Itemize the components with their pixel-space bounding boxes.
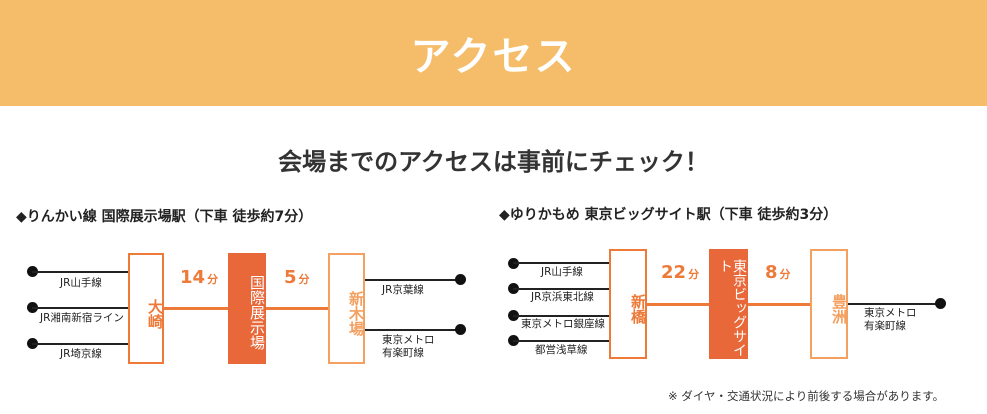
- line-endpoint: [935, 298, 946, 309]
- route-segment: [164, 307, 229, 310]
- schedule-note: ※ ダイヤ・交通状況により前後する場合があります。: [668, 389, 945, 403]
- line-label: JR埼京線: [60, 348, 102, 360]
- route-title-rinkai: ◆りんかい線 国際展示場駅（下車 徒歩約7分）: [16, 209, 313, 225]
- route-segment: [266, 307, 329, 310]
- line-label: 東京メトロ 有楽町線: [382, 334, 435, 359]
- route-segment: [647, 303, 710, 306]
- line-label: 東京メトロ 有楽町線: [864, 307, 917, 332]
- line-connector: [513, 288, 610, 290]
- line-connector: [32, 271, 129, 273]
- minutes-unit: 分: [688, 268, 700, 281]
- line-connector: [513, 262, 610, 264]
- line-label: JR山手線: [60, 277, 102, 289]
- line-label: JR京葉線: [382, 284, 424, 296]
- line-connector: [365, 329, 460, 331]
- line-connector: [513, 340, 610, 342]
- line-label: JR湘南新宿ライン: [40, 312, 124, 324]
- station-kokusai-tenjijo: 国際展示場: [228, 253, 266, 364]
- line-label: JR山手線: [541, 266, 583, 278]
- line-connector: [32, 343, 129, 345]
- line-connector: [848, 303, 940, 305]
- minutes: 22: [661, 262, 687, 283]
- header-title: アクセス: [410, 34, 577, 80]
- route-segment: [748, 303, 811, 306]
- line-endpoint: [455, 274, 466, 285]
- page-header: アクセス: [0, 0, 987, 106]
- station-tokyo-big-sight: 東京ビッグサイト: [709, 249, 748, 359]
- minutes-unit: 分: [207, 273, 219, 286]
- line-endpoint: [455, 324, 466, 335]
- route-title-yurikamome: ◆ゆりかもめ 東京ビッグサイト駅（下車 徒歩約3分）: [499, 207, 838, 223]
- minutes: 8: [765, 262, 778, 283]
- station-toyosu: 豊洲: [810, 249, 848, 359]
- minutes: 5: [284, 267, 297, 288]
- line-label: JR京浜東北線: [531, 291, 594, 303]
- minutes-unit: 分: [298, 273, 310, 286]
- line-connector: [513, 315, 610, 317]
- minutes-unit: 分: [779, 268, 791, 281]
- line-connector: [32, 307, 129, 309]
- line-label: 都営浅草線: [535, 344, 588, 356]
- line-connector: [365, 279, 460, 281]
- page-subtitle: 会場までのアクセスは事前にチェック！: [278, 148, 709, 176]
- station-shimbashi: 新橋: [609, 249, 647, 359]
- minutes: 14: [180, 267, 206, 288]
- station-shinkiba: 新木場: [328, 253, 365, 364]
- line-label: 東京メトロ銀座線: [521, 318, 605, 330]
- station-osaki: 大崎: [128, 253, 164, 364]
